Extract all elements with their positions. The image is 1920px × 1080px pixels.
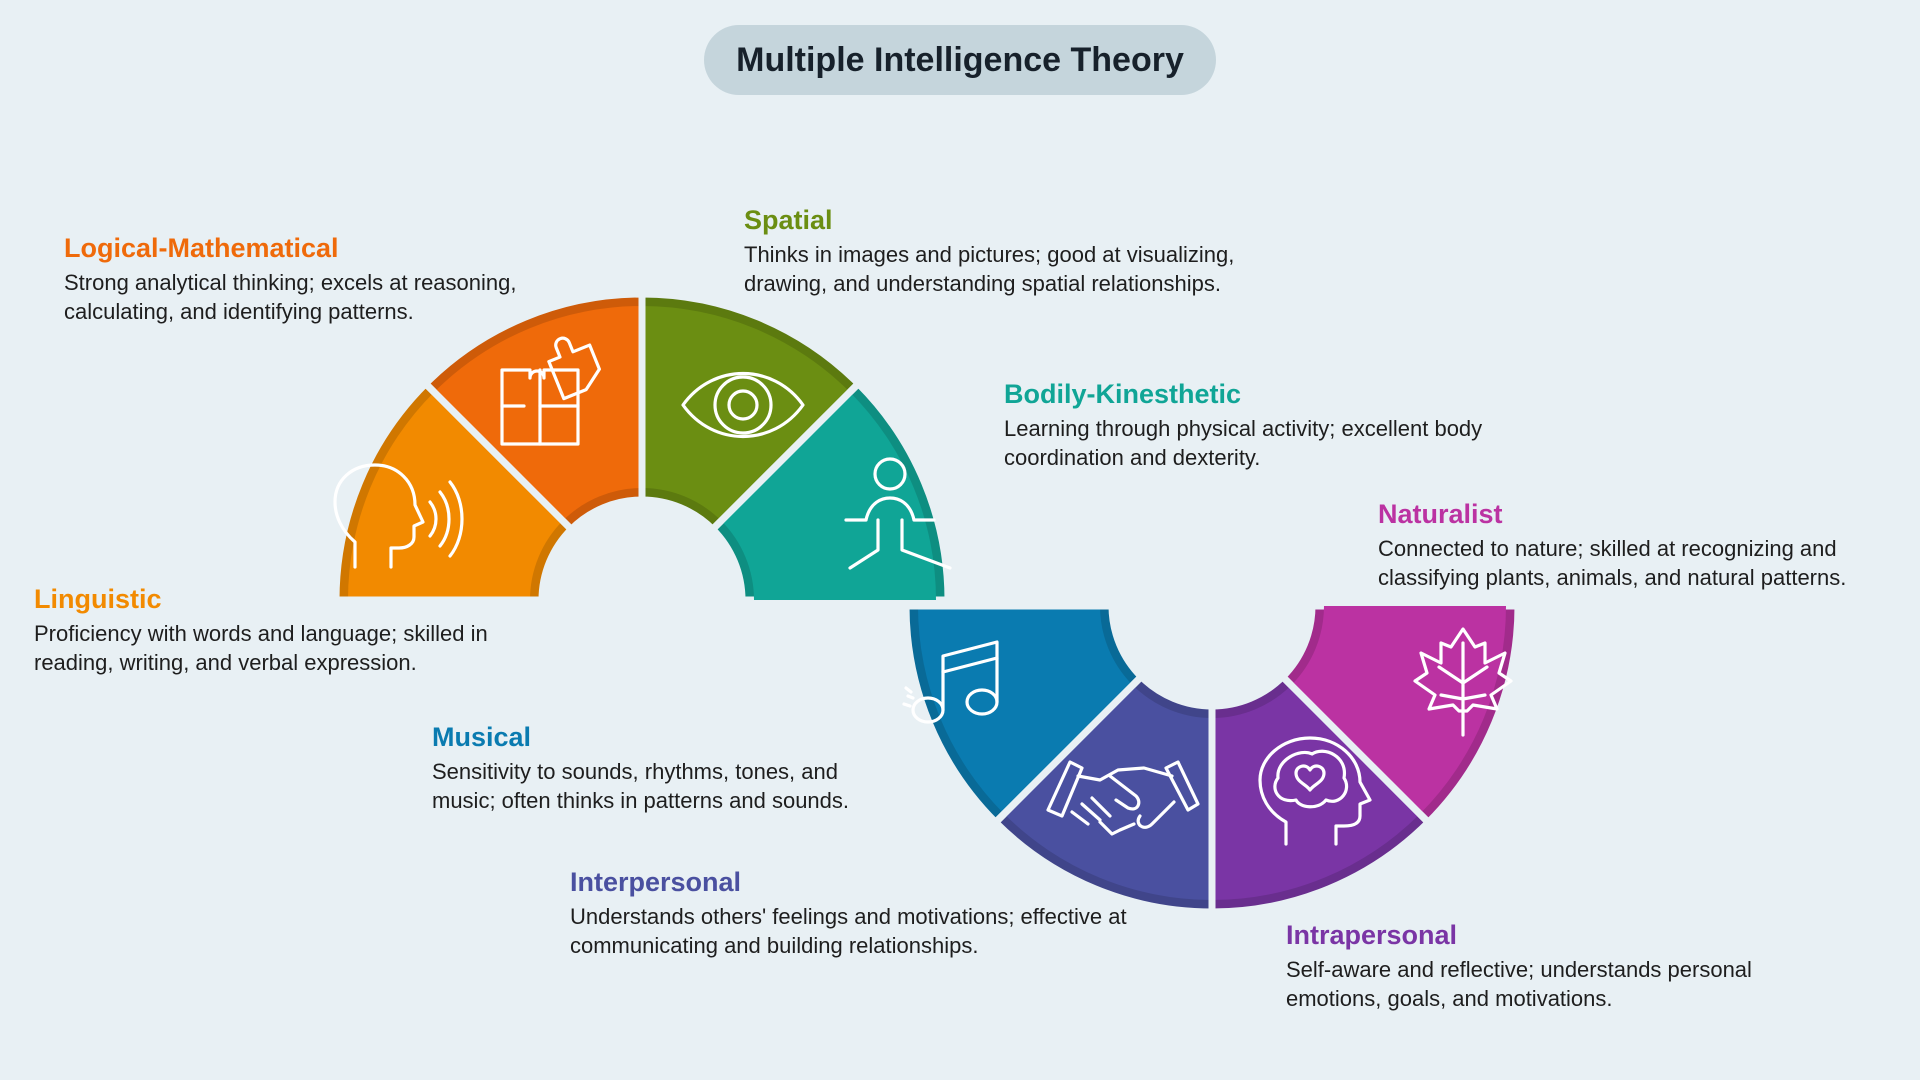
person-moving-icon: [844, 457, 952, 570]
heading-interpersonal: Interpersonal: [570, 867, 742, 897]
segment-divider: [710, 381, 861, 532]
head-heart-icon: [1258, 736, 1372, 846]
description-bodily-kinesthetic: Learning through physical activity; exce…: [1004, 416, 1483, 470]
heading-intrapersonal: Intrapersonal: [1286, 920, 1458, 950]
description-spatial: Thinks in images and pictures; good at v…: [744, 242, 1235, 296]
segment-divider: [1280, 674, 1431, 825]
segment-divider: [423, 381, 574, 532]
heading-logical-mathematical: Logical-Mathematical: [64, 233, 339, 263]
puzzle-icon: [500, 336, 601, 446]
eye-icon: [681, 372, 805, 438]
maple-leaf-icon: [1413, 627, 1513, 737]
label-naturalist: Naturalist Connected to nature; skilled …: [1378, 499, 1908, 592]
description-interpersonal: Understands others' feelings and motivat…: [570, 904, 1127, 958]
label-bodily-kinesthetic: Bodily-Kinesthetic Learning through phys…: [1004, 379, 1484, 472]
label-intrapersonal: Intrapersonal Self-aware and reflective;…: [1286, 920, 1846, 1013]
segment-fill-naturalist: [1291, 606, 1506, 814]
segment-fill-bodily-kinesthetic: [721, 392, 936, 600]
label-logical-mathematical: Logical-Mathematical Strong analytical t…: [64, 233, 584, 326]
heading-linguistic: Linguistic: [34, 584, 162, 614]
segment-fill-logical-mathematical: [434, 306, 642, 521]
label-spatial: Spatial Thinks in images and pictures; g…: [744, 205, 1284, 298]
description-linguistic: Proficiency with words and language; ski…: [34, 621, 488, 675]
label-interpersonal: Interpersonal Understands others' feelin…: [570, 867, 1150, 960]
description-musical: Sensitivity to sounds, rhythms, tones, a…: [432, 759, 850, 813]
description-naturalist: Connected to nature; skilled at recogniz…: [1378, 536, 1847, 590]
handshake-icon: [1046, 760, 1200, 836]
heading-bodily-kinesthetic: Bodily-Kinesthetic: [1004, 379, 1242, 409]
page-title: Multiple Intelligence Theory: [704, 25, 1216, 95]
segment-divider: [993, 674, 1144, 825]
speaking-head-icon: [333, 463, 464, 569]
segment-fill-musical: [918, 606, 1133, 814]
music-note-icon: [902, 640, 999, 724]
description-intrapersonal: Self-aware and reflective; understands p…: [1286, 957, 1752, 1011]
description-logical-mathematical: Strong analytical thinking; excels at re…: [64, 270, 517, 324]
segment-fill-interpersonal: [1004, 685, 1212, 900]
label-linguistic: Linguistic Proficiency with words and la…: [34, 584, 504, 677]
heading-musical: Musical: [432, 722, 532, 752]
label-musical: Musical Sensitivity to sounds, rhythms, …: [432, 722, 892, 815]
segment-fill-intrapersonal: [1212, 685, 1420, 901]
heading-naturalist: Naturalist: [1378, 499, 1503, 529]
segment-fill-spatial: [642, 306, 850, 521]
heading-spatial: Spatial: [744, 205, 833, 235]
